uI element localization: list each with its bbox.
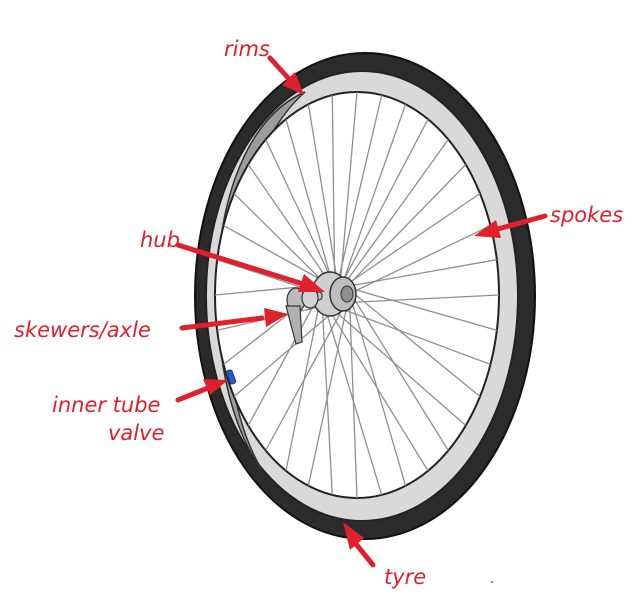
spoke bbox=[332, 308, 467, 426]
spoke bbox=[352, 296, 449, 451]
spoke bbox=[352, 292, 481, 398]
spoke bbox=[342, 103, 407, 283]
rims-arrow bbox=[267, 55, 304, 95]
spoke bbox=[265, 305, 345, 451]
spoke bbox=[331, 95, 336, 280]
inner-tube-valve-label-line2: valve bbox=[108, 421, 164, 445]
spoke bbox=[285, 119, 332, 279]
spoke bbox=[349, 303, 358, 498]
hub-label: hub bbox=[140, 228, 180, 252]
inner-tube-valve-arrow bbox=[175, 379, 228, 403]
spoke bbox=[340, 164, 467, 293]
spoke bbox=[339, 294, 499, 304]
spoke bbox=[351, 300, 407, 486]
tyre-arrow bbox=[343, 522, 376, 568]
spoke bbox=[223, 225, 324, 282]
hub bbox=[311, 271, 357, 317]
wheel-interior bbox=[214, 91, 500, 499]
spoke bbox=[337, 94, 383, 283]
skewers-axle-arrow bbox=[179, 308, 288, 331]
spoke bbox=[336, 306, 491, 366]
spoke bbox=[348, 192, 481, 284]
spoke bbox=[350, 259, 497, 287]
spoke bbox=[247, 164, 328, 279]
spoke bbox=[328, 309, 429, 472]
inner-tube-valve bbox=[225, 369, 237, 385]
spoke bbox=[340, 225, 491, 299]
speck bbox=[490, 580, 494, 584]
rims-label: rims bbox=[224, 37, 270, 61]
spoke bbox=[265, 139, 338, 292]
spoke bbox=[339, 118, 429, 288]
spoke bbox=[285, 300, 321, 471]
tyre-label: tyre bbox=[384, 565, 426, 589]
spokes-arrow bbox=[474, 213, 548, 238]
spokes-label: spokes bbox=[550, 203, 623, 227]
spoke bbox=[307, 305, 348, 486]
spoke bbox=[233, 304, 342, 397]
skewer-axle bbox=[285, 287, 323, 345]
spoke bbox=[352, 288, 497, 331]
spoke bbox=[339, 92, 358, 285]
spoke bbox=[307, 104, 339, 288]
spoke bbox=[345, 139, 449, 283]
hub-arrow bbox=[175, 242, 325, 292]
inner-tube-valve-label-line1: inner tube bbox=[52, 393, 160, 417]
spoke bbox=[247, 295, 320, 426]
skewers-axle-label: skewers/axle bbox=[14, 318, 151, 342]
